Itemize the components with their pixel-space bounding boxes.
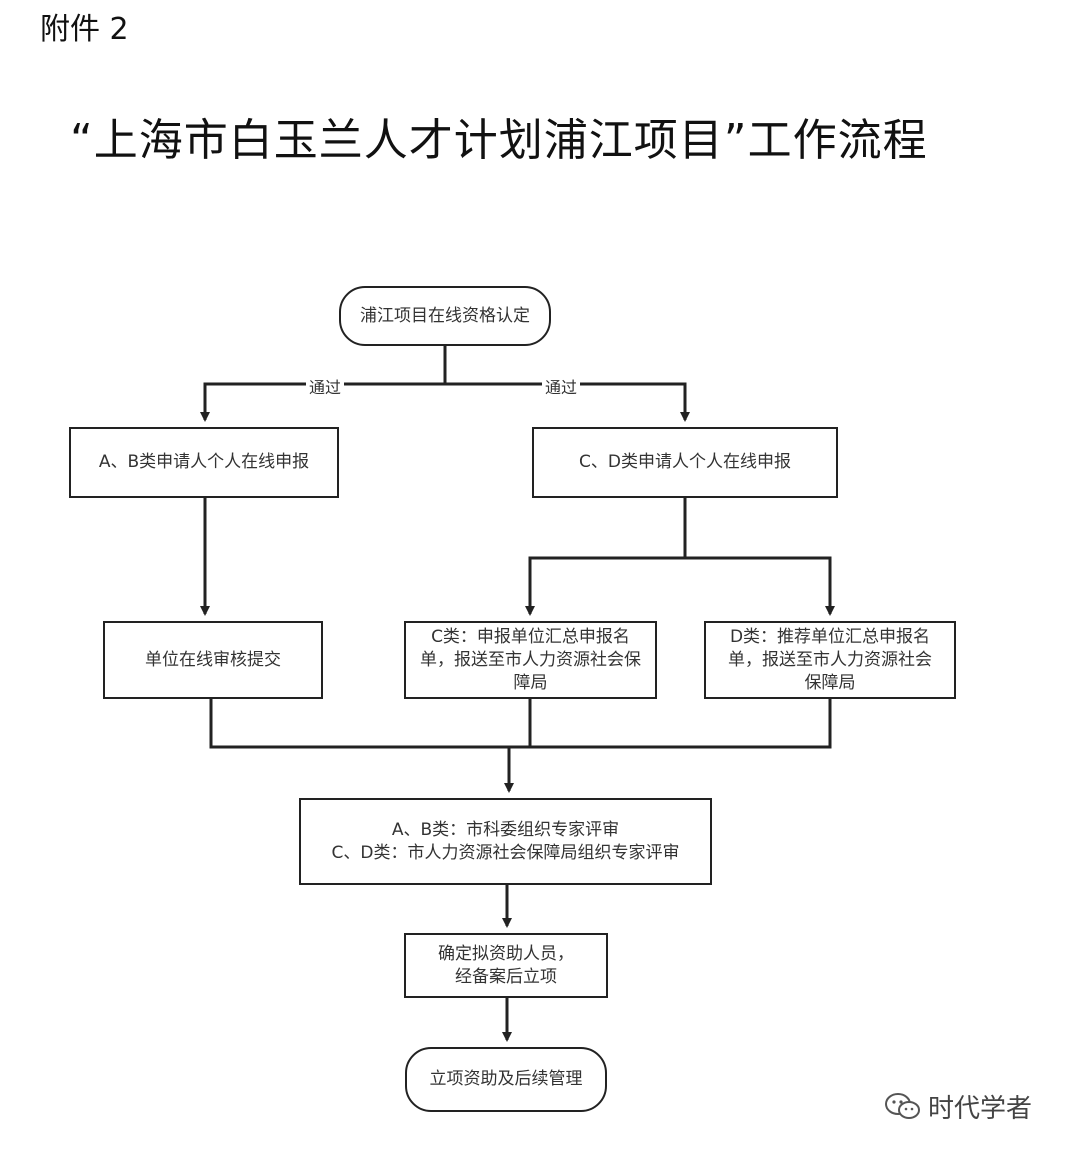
wechat-icon xyxy=(884,1092,922,1122)
confirm-line-2: 经备案后立项 xyxy=(455,966,557,987)
node-d-submit: D类：推荐单位汇总申报名单，报送至市人力资源社会保障局 xyxy=(704,621,956,699)
edge-to-d xyxy=(685,556,835,616)
node-ab-apply: A、B类申请人个人在线申报 xyxy=(69,427,339,498)
edge-to-c xyxy=(525,556,685,616)
node-cd-apply: C、D类申请人个人在线申报 xyxy=(532,427,838,498)
edge-label-right: 通过 xyxy=(542,374,581,398)
confirm-line-1: 确定拟资助人员， xyxy=(438,943,574,964)
node-expert-review: A、B类：市科委组织专家评审 C、D类：市人力资源社会保障局组织专家评审 xyxy=(299,798,712,885)
node-start: 浦江项目在线资格认定 xyxy=(339,286,551,346)
edge-to-cd xyxy=(445,382,690,422)
node-unit-review: 单位在线审核提交 xyxy=(103,621,323,699)
review-line-cd: C、D类：市人力资源社会保障局组织专家评审 xyxy=(331,842,680,863)
watermark-text: 时代学者 xyxy=(928,1094,1033,1124)
watermark: 时代学者 xyxy=(884,1088,1032,1125)
attachment-label: 附件 2 xyxy=(40,12,129,47)
node-c-submit: C类：申报单位汇总申报名单，报送至市人力资源社会保障局 xyxy=(404,621,657,699)
edge-to-ab xyxy=(200,382,445,422)
node-confirm: 确定拟资助人员， 经备案后立项 xyxy=(404,933,608,998)
edge-d-merge xyxy=(509,699,832,749)
edge-unit-merge xyxy=(209,699,509,749)
review-line-ab: A、B类：市科委组织专家评审 xyxy=(391,819,620,840)
edge-label-left: 通过 xyxy=(306,374,345,398)
node-end: 立项资助及后续管理 xyxy=(405,1047,607,1112)
page-title: “上海市白玉兰人才计划浦江项目”工作流程 xyxy=(70,115,928,166)
